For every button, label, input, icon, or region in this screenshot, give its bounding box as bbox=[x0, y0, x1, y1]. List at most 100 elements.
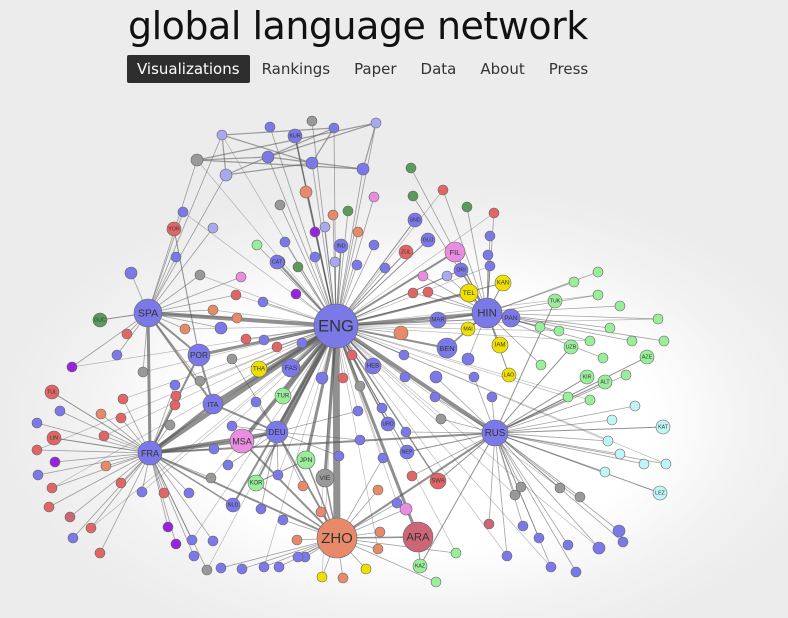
node-lao[interactable]: LAO bbox=[501, 367, 517, 383]
minor-node[interactable] bbox=[405, 162, 417, 174]
nav-about[interactable]: About bbox=[480, 60, 525, 78]
node-alt[interactable]: ALT bbox=[597, 374, 613, 390]
minor-node[interactable] bbox=[226, 420, 238, 432]
minor-node[interactable] bbox=[258, 334, 270, 346]
minor-node[interactable] bbox=[602, 435, 614, 447]
minor-node[interactable] bbox=[305, 156, 319, 170]
node-eng[interactable]: ENG bbox=[313, 303, 359, 349]
node-lin[interactable]: LIN bbox=[46, 430, 62, 446]
minor-node[interactable] bbox=[309, 251, 321, 263]
minor-node[interactable] bbox=[261, 150, 275, 164]
minor-node[interactable] bbox=[328, 122, 340, 134]
minor-node[interactable] bbox=[272, 469, 284, 481]
minor-node[interactable] bbox=[95, 408, 107, 420]
node-heb[interactable]: HEB bbox=[364, 357, 382, 375]
nav-data[interactable]: Data bbox=[420, 60, 457, 78]
minor-node[interactable] bbox=[235, 271, 247, 283]
minor-node[interactable] bbox=[207, 535, 219, 547]
minor-node[interactable] bbox=[554, 482, 566, 494]
minor-node[interactable] bbox=[257, 296, 269, 308]
node-tur[interactable]: TUR bbox=[274, 387, 292, 405]
minor-node[interactable] bbox=[592, 266, 604, 278]
minor-node[interactable] bbox=[188, 550, 200, 562]
minor-node[interactable] bbox=[400, 426, 412, 438]
minor-node[interactable] bbox=[316, 571, 328, 583]
node-aze[interactable]: AZE bbox=[639, 349, 655, 365]
minor-node[interactable] bbox=[484, 260, 496, 272]
minor-node[interactable] bbox=[85, 522, 97, 534]
minor-node[interactable] bbox=[306, 115, 318, 127]
minor-node[interactable] bbox=[368, 239, 380, 251]
minor-node[interactable] bbox=[250, 396, 262, 408]
minor-node[interactable] bbox=[207, 222, 219, 234]
node-lez[interactable]: LEZ bbox=[652, 485, 668, 501]
minor-node[interactable] bbox=[315, 506, 327, 518]
minor-node[interactable] bbox=[255, 503, 267, 515]
minor-node[interactable] bbox=[337, 372, 349, 384]
node-snd[interactable]: SND bbox=[407, 212, 423, 228]
minor-node[interactable] bbox=[435, 413, 447, 425]
minor-node[interactable] bbox=[461, 352, 475, 366]
node-swa[interactable]: SWA bbox=[429, 472, 447, 490]
node-pan[interactable]: PAN bbox=[501, 308, 521, 328]
node-tul[interactable]: TUL bbox=[44, 384, 60, 400]
minor-node[interactable] bbox=[515, 481, 527, 493]
node-spa[interactable]: SPA bbox=[133, 298, 163, 328]
minor-node[interactable] bbox=[258, 561, 270, 573]
node-nep[interactable]: NEP bbox=[399, 444, 415, 460]
minor-node[interactable] bbox=[570, 566, 582, 578]
minor-node[interactable] bbox=[333, 450, 345, 462]
minor-node[interactable] bbox=[264, 121, 276, 133]
minor-node[interactable] bbox=[604, 322, 616, 334]
minor-node[interactable] bbox=[488, 207, 500, 219]
minor-node[interactable] bbox=[215, 562, 227, 574]
minor-node[interactable] bbox=[620, 369, 632, 381]
node-rus[interactable]: RUS bbox=[481, 419, 509, 447]
minor-node[interactable] bbox=[399, 371, 411, 383]
minor-node[interactable] bbox=[201, 564, 213, 576]
minor-node[interactable] bbox=[162, 521, 174, 533]
minor-node[interactable] bbox=[429, 391, 441, 403]
node-fil[interactable]: FIL bbox=[444, 241, 466, 263]
minor-node[interactable] bbox=[584, 335, 596, 347]
minor-node[interactable] bbox=[468, 371, 480, 383]
minor-node[interactable] bbox=[94, 547, 106, 559]
minor-node[interactable] bbox=[391, 497, 403, 509]
minor-node[interactable] bbox=[354, 434, 366, 446]
minor-node[interactable] bbox=[46, 482, 58, 494]
minor-node[interactable] bbox=[194, 269, 206, 281]
minor-node[interactable] bbox=[584, 394, 596, 406]
minor-node[interactable] bbox=[277, 514, 289, 526]
minor-node[interactable] bbox=[121, 328, 133, 340]
minor-node[interactable] bbox=[399, 502, 413, 516]
minor-node[interactable] bbox=[545, 561, 557, 573]
node-kir[interactable]: KIR bbox=[579, 369, 595, 385]
minor-node[interactable] bbox=[535, 359, 547, 371]
minor-node[interactable] bbox=[553, 325, 565, 337]
nav-rankings[interactable]: Rankings bbox=[261, 60, 331, 78]
minor-node[interactable] bbox=[376, 402, 388, 414]
minor-node[interactable] bbox=[352, 405, 364, 417]
site-title[interactable]: global language network bbox=[128, 4, 588, 48]
minor-node[interactable] bbox=[574, 491, 586, 503]
minor-node[interactable] bbox=[562, 391, 574, 403]
minor-node[interactable] bbox=[533, 532, 545, 544]
minor-node[interactable] bbox=[407, 190, 419, 202]
minor-node[interactable] bbox=[626, 335, 638, 347]
minor-node[interactable] bbox=[658, 335, 670, 347]
minor-node[interactable] bbox=[54, 405, 66, 417]
minor-node[interactable] bbox=[398, 349, 410, 361]
minor-node[interactable] bbox=[194, 375, 206, 387]
node-ori[interactable]: ORI bbox=[453, 262, 469, 278]
node-guj[interactable]: GUJ bbox=[420, 232, 436, 248]
minor-node[interactable] bbox=[441, 270, 453, 282]
minor-node[interactable] bbox=[290, 288, 302, 300]
nav-paper[interactable]: Paper bbox=[354, 60, 397, 78]
minor-node[interactable] bbox=[652, 313, 664, 325]
minor-node[interactable] bbox=[177, 206, 189, 218]
node-deu[interactable]: DEU bbox=[265, 420, 289, 444]
minor-node[interactable] bbox=[216, 129, 228, 141]
minor-node[interactable] bbox=[437, 184, 449, 196]
node-kan[interactable]: KAN bbox=[494, 274, 512, 292]
node-ben[interactable]: BEN bbox=[436, 337, 458, 359]
